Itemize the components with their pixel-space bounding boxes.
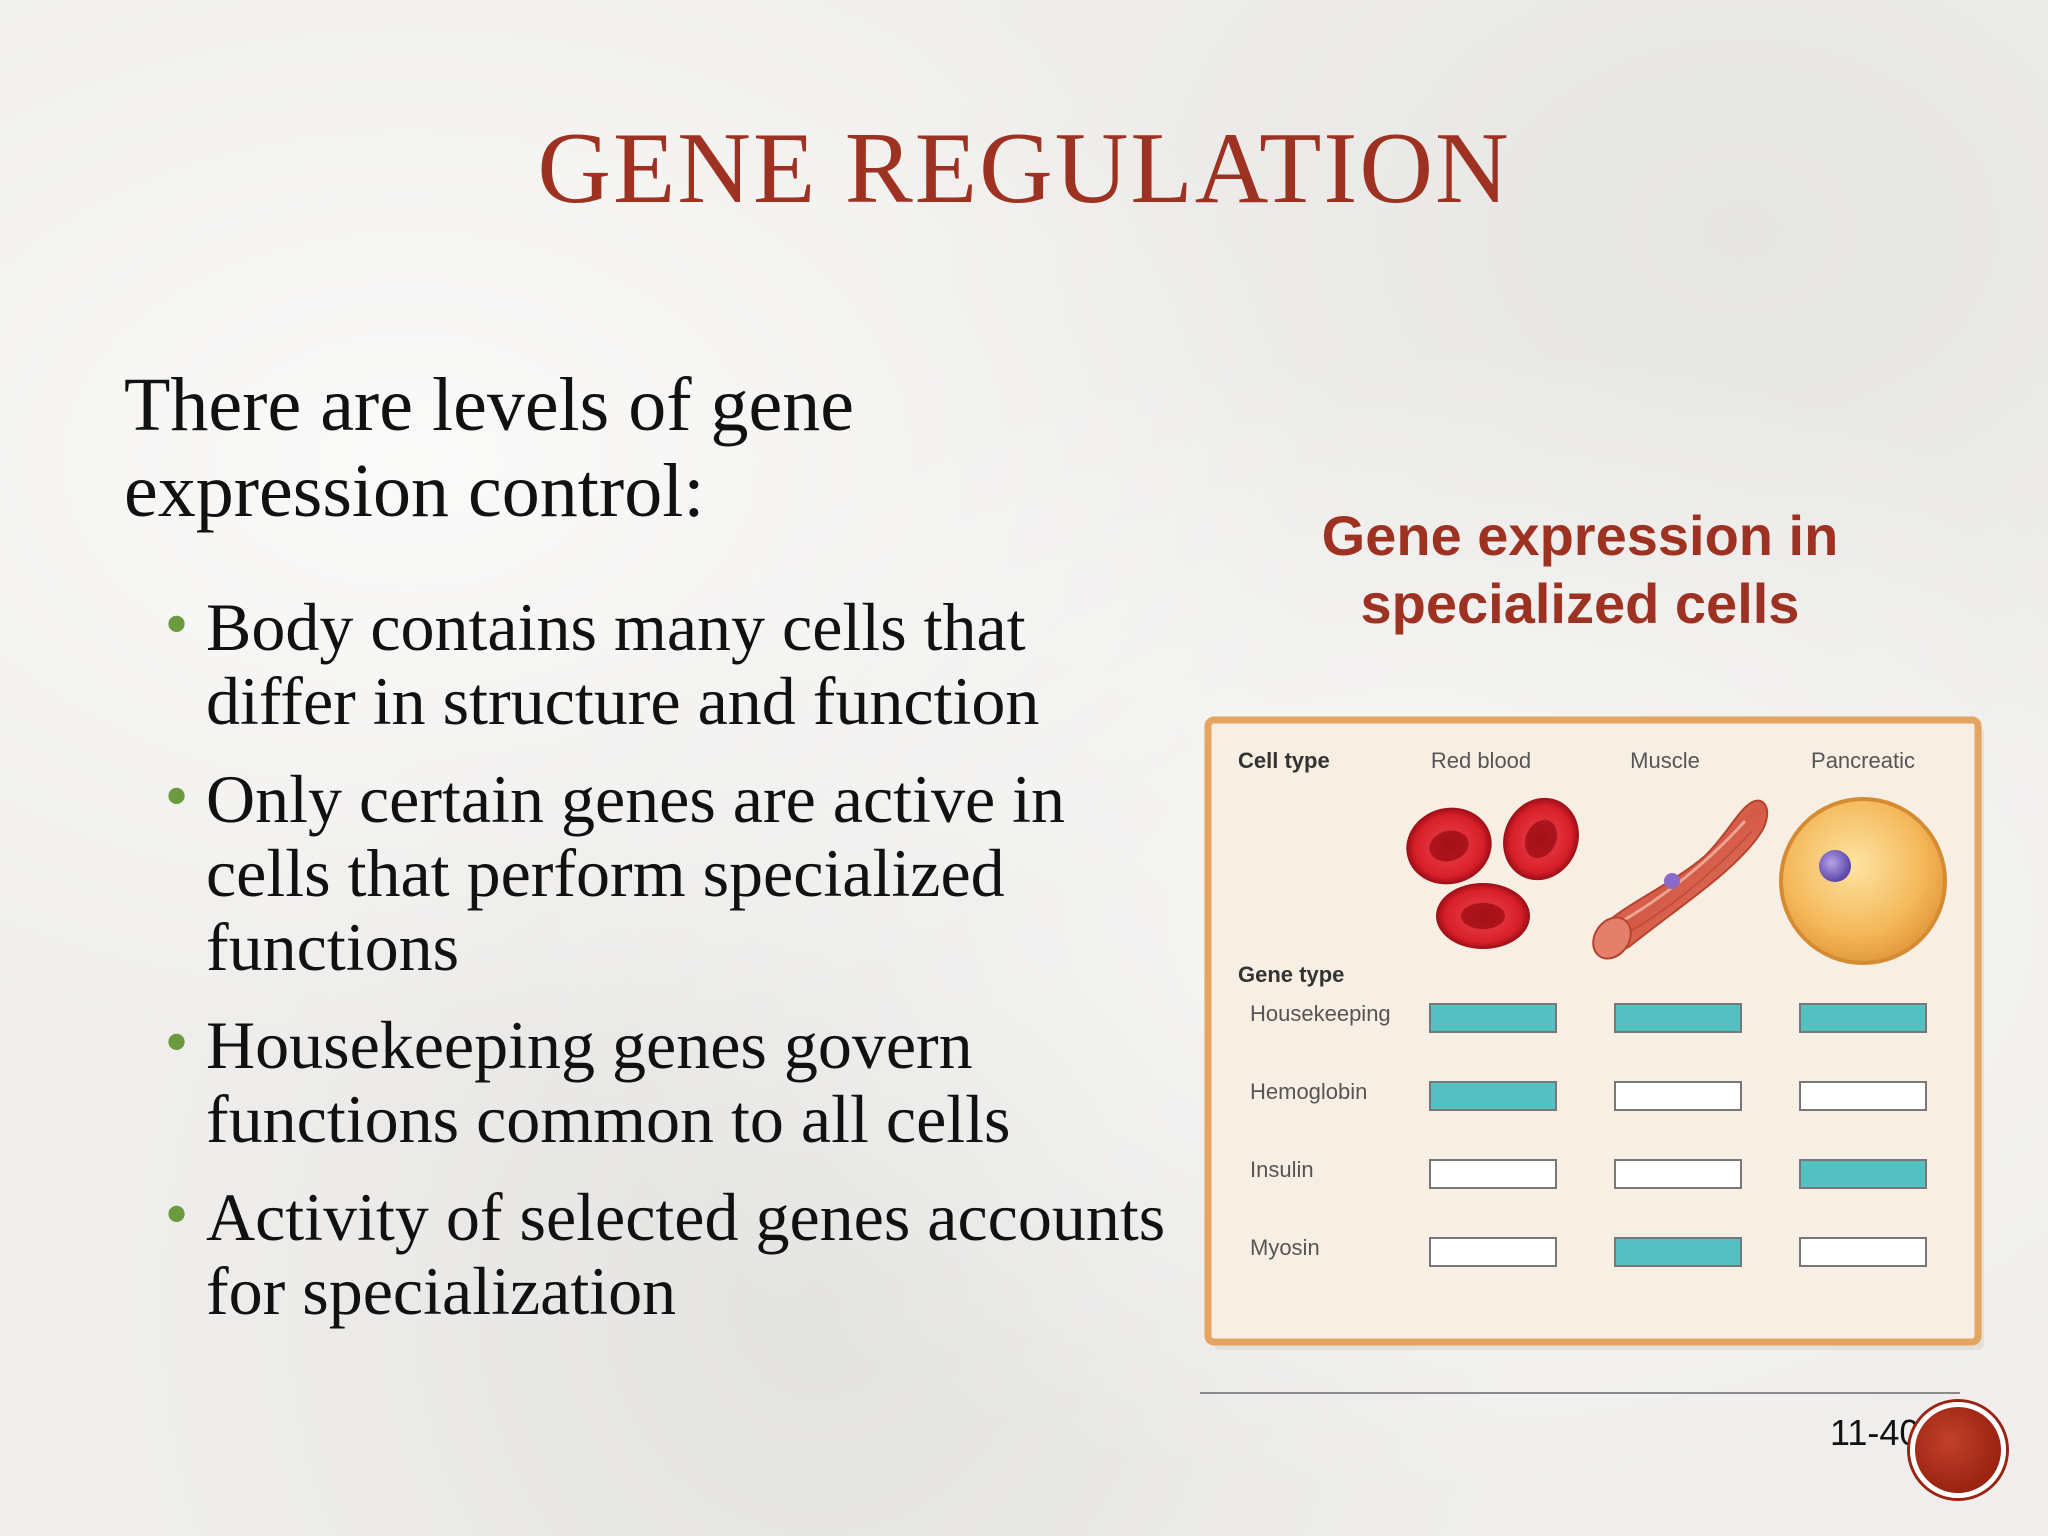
figure-svg: Cell type Red blood Muscle Pancreatic G [1204,716,1984,1350]
cell-type-pancreatic: Pancreatic [1811,748,1915,773]
figure-caption: Gene expression in specialized cells [1321,504,1839,635]
cell-type-label: Cell type [1238,748,1330,773]
expression-box [1429,1237,1557,1267]
gene-type-label: Gene type [1238,962,1344,987]
gene-name-hemoglobin: Hemoglobin [1250,1079,1367,1104]
bullet-item: •Body contains many cells that differ in… [160,590,1180,738]
bullet-item: •Only certain genes are active in cells … [160,762,1180,984]
gene-name-myosin: Myosin [1250,1235,1320,1260]
gene-expression-figure: Cell type Red blood Muscle Pancreatic G [1200,706,2018,1366]
expression-box [1429,1159,1557,1189]
bullet-icon: • [160,1012,194,1077]
gene-name-insulin: Insulin [1250,1157,1314,1182]
slide-title: GENE REGULATION [537,112,1511,225]
bullet-icon: • [160,594,194,659]
expression-box [1799,1237,1927,1267]
figure-divider [1200,1392,1960,1394]
slide-number-badge [1910,1402,2006,1498]
expression-grid [1429,1003,1927,1267]
cell-type-red-blood: Red blood [1431,748,1531,773]
cell-type-muscle: Muscle [1630,748,1700,773]
red-blood-cells-illustration [1406,797,1579,949]
bullet-icon: • [160,766,194,831]
bullet-icon: • [160,1184,194,1249]
bullet-list: •Body contains many cells that differ in… [160,590,1180,1352]
bullet-text: Activity of selected genes accounts for … [206,1179,1166,1329]
expression-box [1429,1003,1557,1033]
expression-box [1799,1081,1927,1111]
bullet-text: Housekeeping genes govern functions comm… [206,1007,1011,1157]
expression-box [1799,1159,1927,1189]
expression-box [1614,1159,1742,1189]
bullet-item: •Housekeeping genes govern functions com… [160,1008,1180,1156]
pancreatic-cell-illustration [1779,797,1947,965]
expression-box [1614,1237,1742,1267]
intro-text: There are levels of gene expression cont… [124,363,855,533]
slide-number: 11-40 [1830,1412,1920,1453]
bullet-text: Only certain genes are active in cells t… [206,761,1066,985]
muscle-fiber-illustration [1592,799,1769,960]
bullet-item: •Activity of selected genes accounts for… [160,1180,1180,1328]
expression-box [1429,1081,1557,1111]
bullet-text: Body contains many cells that differ in … [206,589,1040,739]
expression-box [1614,1003,1742,1033]
expression-box [1799,1003,1927,1033]
gene-name-housekeeping: Housekeeping [1250,1001,1391,1026]
expression-box [1614,1081,1742,1111]
